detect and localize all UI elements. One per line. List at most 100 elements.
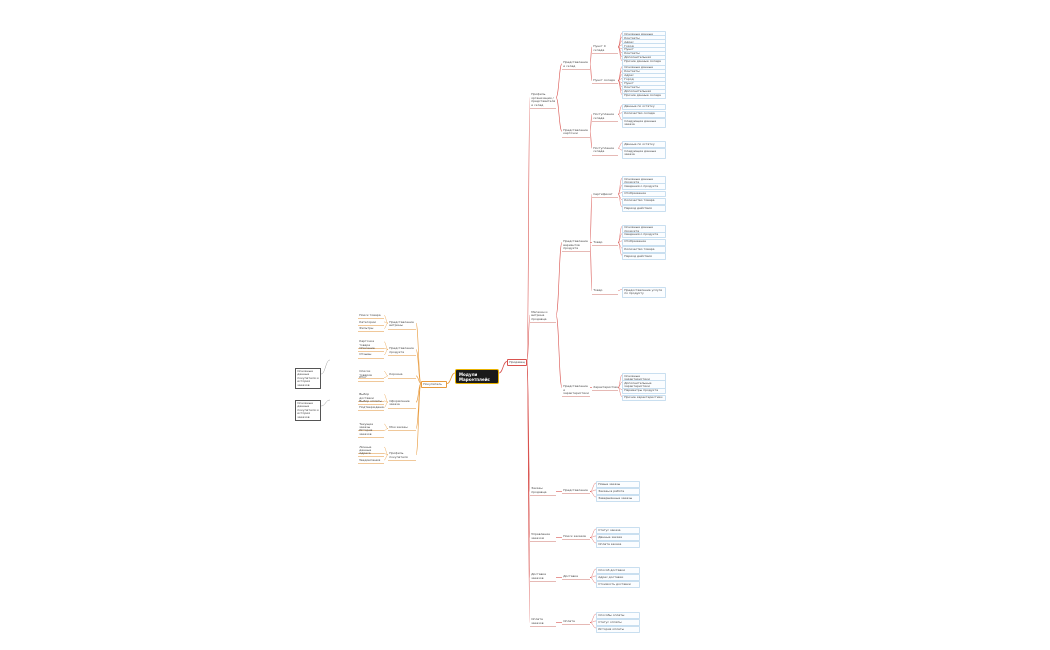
connector-line bbox=[589, 114, 593, 132]
branch-0-child-1-group-1: Поступление склада bbox=[592, 146, 618, 156]
connector-line bbox=[617, 233, 623, 243]
leaf-item: Статус заказа bbox=[596, 527, 640, 534]
branch-3-child-0: Поиск заказов bbox=[562, 535, 590, 541]
side-note: Основные данные покупателя и история зак… bbox=[295, 400, 321, 422]
connector-line bbox=[589, 491, 597, 498]
leaf-item: Адрес доставки bbox=[596, 574, 640, 581]
connector-line bbox=[617, 185, 623, 195]
connector-line bbox=[589, 242, 593, 292]
leaf-item: Период действия bbox=[622, 253, 666, 261]
connector-line bbox=[589, 46, 593, 65]
branch-1: Магазин и витрина продавца bbox=[530, 310, 556, 323]
connector-line bbox=[320, 359, 331, 375]
leaf-item: Данные по остатку bbox=[622, 103, 666, 111]
leaf-item: Сведения о продукте bbox=[622, 183, 666, 191]
connector-line bbox=[320, 399, 331, 407]
connector-line bbox=[383, 401, 389, 408]
leaf-item: Следующие данные заказа bbox=[622, 117, 666, 129]
leaf-item: Данные по остатку bbox=[622, 140, 666, 148]
branch-1-child-0-group-1: Товар bbox=[592, 241, 618, 247]
branch-0-child-0-group-1: Пункт склада bbox=[592, 79, 618, 85]
left-leaf-item: Карточка товара bbox=[358, 340, 384, 350]
left-leaf-item: Выбор доставки bbox=[358, 392, 384, 402]
leaf-item: Период действия bbox=[622, 204, 666, 212]
connector-line bbox=[383, 349, 389, 355]
leaf-item: Способ доставки bbox=[596, 567, 640, 574]
branch-1-child-1-group-0: Характеристики bbox=[592, 386, 618, 392]
branch-1-child-0: Представление вариантов продукта bbox=[562, 240, 590, 253]
branch-4-child-0: Доставка bbox=[562, 575, 590, 581]
leaf-item: Следующие данные заказа bbox=[622, 148, 666, 159]
connector-line bbox=[589, 622, 597, 629]
left-leaf-item: Адреса bbox=[358, 452, 384, 458]
left-leaf-item: История заказов bbox=[358, 429, 384, 438]
connector-line bbox=[555, 242, 563, 316]
leaf-item: Заказы в работе bbox=[596, 488, 640, 495]
leaf-item: Количество товара bbox=[622, 246, 666, 253]
left-branch-3: Оформление заказа bbox=[388, 399, 416, 409]
connector-line bbox=[617, 387, 623, 397]
connector-line bbox=[589, 568, 597, 578]
branch-1-child-1: Представление и характеристики bbox=[562, 385, 590, 398]
left-branch-1: Представление продукта bbox=[388, 347, 416, 356]
connector-line bbox=[555, 63, 563, 98]
connector-line bbox=[415, 349, 422, 384]
leaf-item: Предоставление услуги по продукту bbox=[622, 287, 666, 298]
leaf-item: Количество склада bbox=[622, 110, 666, 118]
left-leaf-item: Подтверждение bbox=[358, 405, 384, 412]
connector-line bbox=[555, 97, 563, 132]
right-root-topic: Продавец bbox=[507, 359, 527, 366]
branch-2: Заказы продавца bbox=[530, 487, 556, 496]
connector-line bbox=[589, 63, 593, 81]
left-leaf-item: Текущие заказы bbox=[358, 422, 384, 432]
connector-line bbox=[589, 577, 597, 584]
branch-4: Доставка заказов bbox=[530, 573, 556, 582]
left-leaf-item: Итог bbox=[358, 376, 384, 382]
leaf-item: Способы оплаты bbox=[596, 612, 640, 619]
left-branch-4: Мои заказы bbox=[388, 426, 416, 432]
left-leaf-item: Список товаров bbox=[358, 369, 384, 379]
connector-line bbox=[589, 130, 593, 149]
connector-line bbox=[446, 372, 456, 384]
leaf-item: Данные заказа bbox=[596, 534, 640, 541]
connector-line bbox=[555, 314, 563, 388]
leaf-item: Прочие данные склада bbox=[622, 92, 666, 100]
leaf-item: Завершённые заказы bbox=[596, 495, 640, 502]
left-leaf-item: Уведомления bbox=[358, 458, 384, 464]
branch-5-child-0: Оплата bbox=[562, 620, 590, 626]
branch-0-child-1: Представление карточки bbox=[562, 128, 590, 138]
connector-line bbox=[589, 193, 593, 243]
connector-line bbox=[383, 454, 389, 461]
connector-line bbox=[415, 322, 422, 384]
leaf-item: Новые заказы bbox=[596, 481, 640, 488]
connector-line bbox=[415, 383, 422, 456]
leaf-item: Отображение bbox=[622, 190, 666, 198]
leaf-item: История оплаты bbox=[596, 626, 640, 633]
left-leaf-item: Поиск товара bbox=[358, 313, 384, 320]
branch-2-child-0: Представление bbox=[562, 489, 590, 495]
side-note: Основные данные покупателя и история зак… bbox=[295, 368, 321, 390]
connector-line bbox=[526, 97, 531, 362]
branch-3: Управление заказом bbox=[530, 533, 556, 542]
leaf-item: Количество товара bbox=[622, 197, 666, 205]
branch-0-child-1-group-0: Поступление склада bbox=[592, 112, 618, 122]
left-leaf-item: Фильтры bbox=[358, 326, 384, 333]
left-leaf-item: Описание bbox=[358, 346, 384, 353]
left-leaf-item: Личные данные bbox=[358, 445, 384, 455]
connector-line bbox=[617, 114, 623, 121]
branch-5: Оплата заказов bbox=[530, 618, 556, 627]
left-root-topic: Покупатель bbox=[421, 381, 447, 388]
leaf-item: Статус оплаты bbox=[596, 619, 640, 626]
connector-line bbox=[589, 613, 597, 623]
leaf-item: Параметры продукта bbox=[622, 387, 666, 395]
connector-line bbox=[617, 193, 623, 208]
connector-line bbox=[498, 361, 508, 374]
leaf-item: Отображение bbox=[622, 238, 666, 246]
branch-0-child-0: Представление и склад bbox=[562, 61, 590, 71]
branch-1-child-0-group-2: Товар bbox=[592, 289, 618, 295]
left-branch-0: Представление витрины bbox=[388, 320, 416, 330]
left-branch-2: Корзина bbox=[388, 373, 416, 379]
connector-line bbox=[415, 375, 422, 384]
